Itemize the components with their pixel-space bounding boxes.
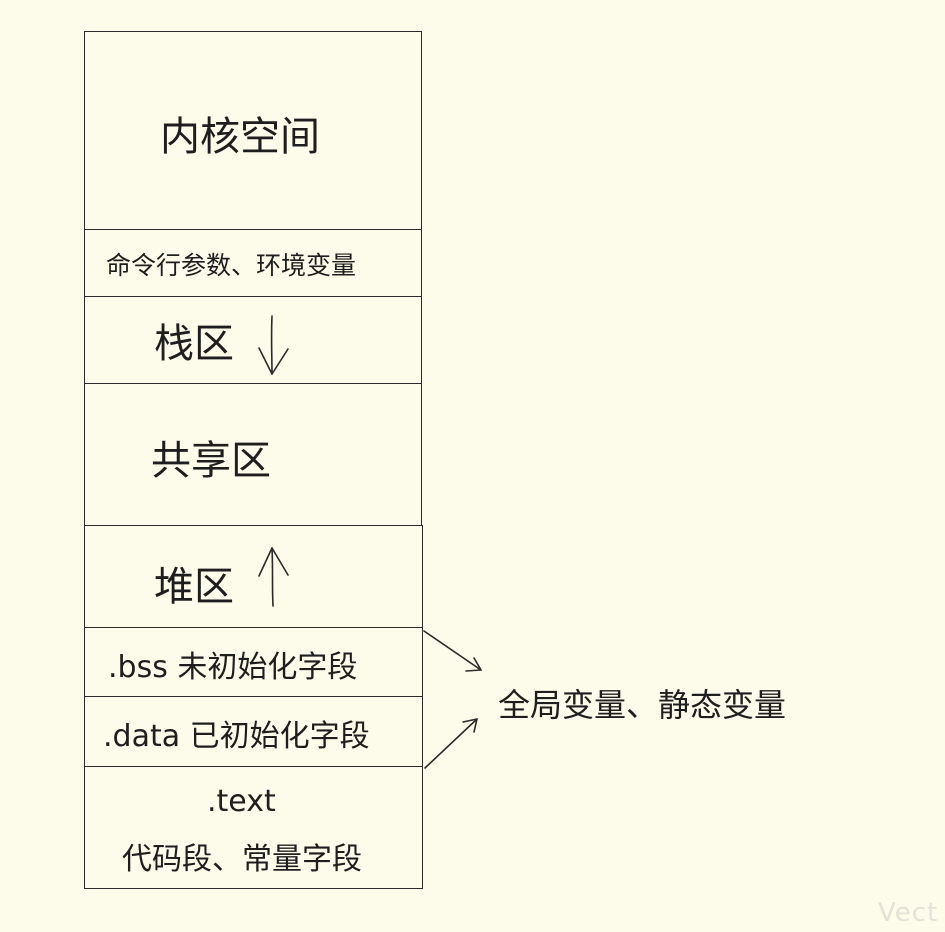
stack-label: 栈区 (154, 321, 234, 367)
kernel-space-label: 内核空间 (160, 114, 320, 160)
shared-label: 共享区 (151, 438, 271, 484)
watermark: Vect (878, 898, 939, 928)
args-env-label: 命令行参数、环境变量 (106, 251, 357, 280)
heap-up-arrow-icon (258, 547, 289, 607)
bss-pointer-arrow-icon (423, 630, 482, 672)
data-label: .data 已初始化字段 (103, 719, 370, 754)
global-static-annotation: 全局变量、静态变量 (498, 686, 787, 724)
bss-label: .bss 未初始化字段 (108, 650, 358, 685)
text-box (84, 766, 423, 889)
stack-down-arrow-icon (258, 315, 289, 375)
text-desc-label: 代码段、常量字段 (122, 842, 362, 877)
data-pointer-arrow-icon (424, 718, 478, 769)
text-title-label: .text (207, 784, 276, 819)
heap-label: 堆区 (154, 564, 234, 610)
